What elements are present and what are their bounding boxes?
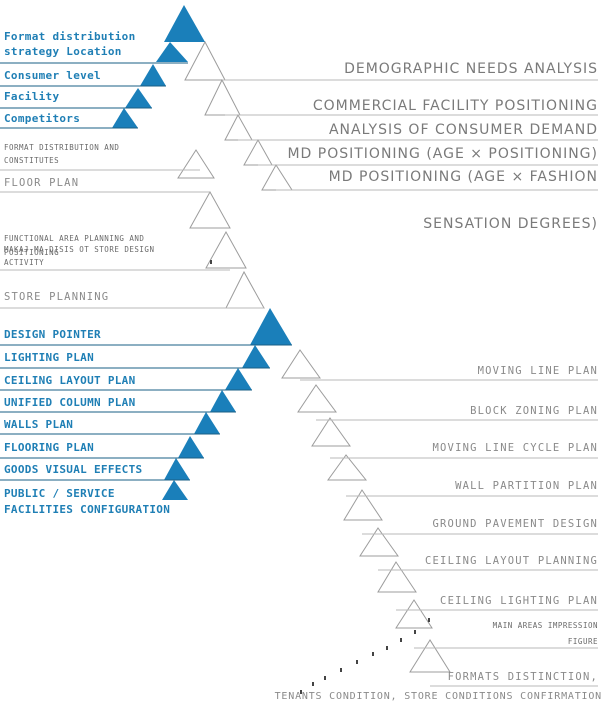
- label-store-design-a-text: MAKAJ MA DISIS OT STORE DESIGN: [4, 245, 155, 254]
- label-md-positioning-1: MD POSITIONING (AGE × POSITIONING): [287, 146, 598, 162]
- label-format-constitutes-a: FORMAT DISTRIBUTION AND: [4, 143, 120, 152]
- label-strategy-location: strategy Location: [4, 45, 122, 58]
- label-wall-partition: WALL PARTITION PLAN: [455, 480, 598, 492]
- blue-underlines: [0, 62, 292, 481]
- label-unified-column: UNIFIED COLUMN PLAN: [4, 396, 136, 409]
- label-ceiling-layout: CEILING LAYOUT PLAN: [4, 374, 136, 387]
- gray-lines-right: [222, 79, 598, 687]
- label-flooring-plan: FLOORING PLAN: [4, 441, 94, 454]
- outline-triangles: [177, 40, 451, 673]
- label-demographic: DEMOGRAPHIC NEEDS ANALYSIS: [344, 61, 598, 77]
- label-consumer-level: Consumer level: [4, 69, 101, 82]
- label-facilities-config: FACILITIES CONFIGURATION: [4, 503, 171, 516]
- label-moving-line-cycle: MOVING LINE CYCLE PLAN: [432, 442, 598, 454]
- label-store-planning: STORE PLANNING: [4, 291, 110, 303]
- label-functional-b: POSITIONING: [4, 248, 60, 257]
- label-md-positioning-2b: SENSATION DEGREES): [423, 216, 598, 232]
- label-design-pointer: DESIGN POINTER: [4, 328, 101, 341]
- label-ground-pavement: GROUND PAVEMENT DESIGN: [432, 518, 598, 530]
- label-formats-distinction: FORMATS DISTINCTION,: [447, 671, 598, 683]
- label-lighting-plan: LIGHTING PLAN: [4, 351, 94, 364]
- label-functional-a: FUNCTIONAL AREA PLANNING AND: [4, 234, 145, 243]
- label-consumer-demand: ANALYSIS OF CONSUMER DEMAND: [328, 122, 598, 138]
- label-main-areas-b: FIGURE: [567, 637, 598, 646]
- label-ceiling-lighting: CEILING LIGHTING PLAN: [440, 595, 598, 607]
- label-tenants-condition: TENANTS CONDITION, STORE CONDITIONS CONF…: [274, 691, 602, 702]
- label-format-distribution: Format distribution: [4, 30, 136, 43]
- label-goods-visual: GOODS VISUAL EFFECTS: [4, 463, 143, 476]
- label-md-positioning-2a: MD POSITIONING (AGE × FASHION: [328, 169, 598, 185]
- label-main-areas-a: MAIN AREAS IMPRESSION: [492, 621, 598, 630]
- gray-underlines-left: [0, 169, 264, 309]
- label-floor-plan: FLOOR PLAN: [4, 177, 80, 189]
- label-ceiling-layout-planning: CEILING LAYOUT PLANNING: [425, 555, 598, 567]
- label-block-zoning: BLOCK ZONING PLAN: [470, 405, 598, 417]
- blue-triangles: [112, 5, 292, 500]
- label-moving-line: MOVING LINE PLAN: [477, 365, 598, 377]
- label-competitors: Competitors: [4, 112, 81, 125]
- scatter-marks: [210, 260, 430, 694]
- label-store-design-b: ACTIVITY: [4, 258, 45, 267]
- label-facility: Facility: [4, 90, 60, 103]
- label-format-constitutes-b: CONSTITUTES: [4, 156, 60, 165]
- label-commercial: COMMERCIAL FACILITY POSITIONING: [312, 98, 598, 114]
- label-walls-plan: WALLS PLAN: [4, 418, 74, 431]
- label-public-service: PUBLIC / SERVICE: [4, 487, 115, 500]
